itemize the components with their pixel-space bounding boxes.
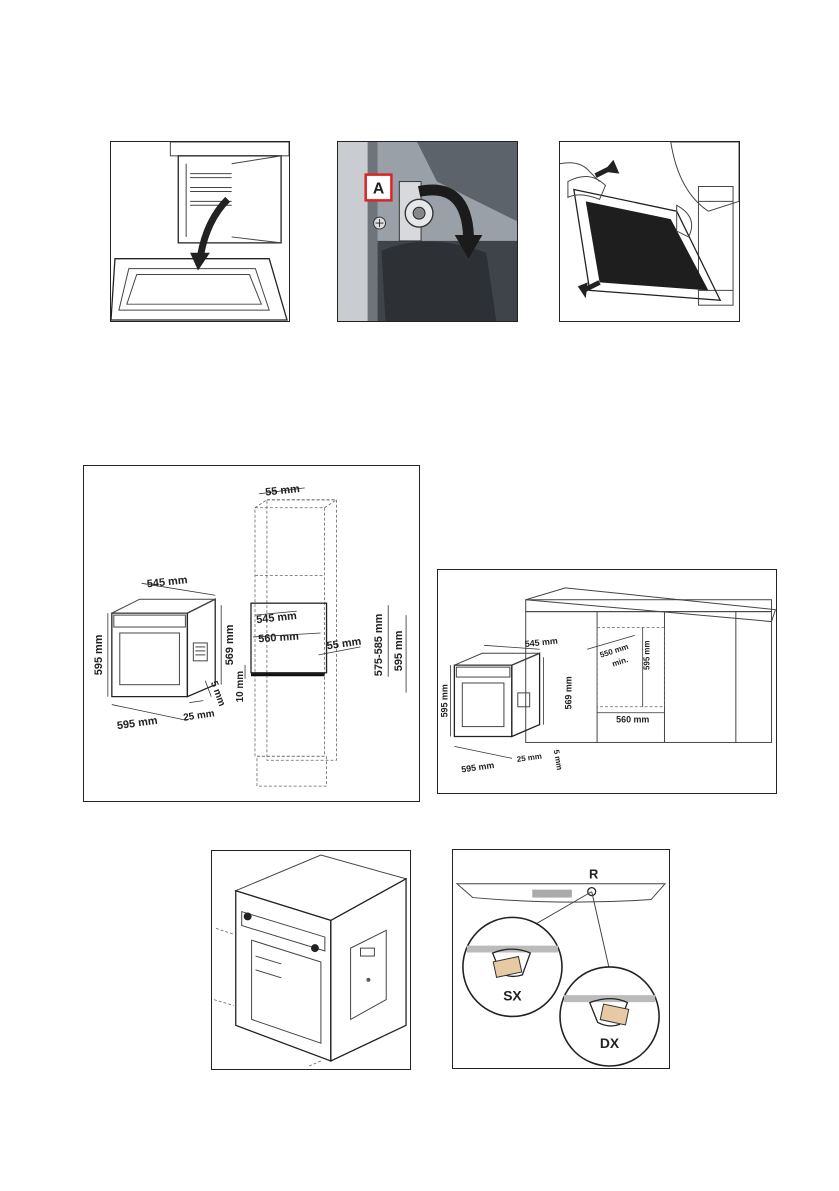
fixing-hook-drawing: SX DX R xyxy=(455,867,667,1067)
tall-cabinet-installation: 55 mm 545 mm 595 mm 569 mm 10 mm 545 mm … xyxy=(83,465,420,802)
label-niche-height: 595 mm xyxy=(393,630,405,671)
label-cabinet-bottom-gap: 10 mm xyxy=(235,671,246,703)
label-niche-height-range: 575-585 mm xyxy=(373,613,385,676)
label-bezel-offset: 5 mm xyxy=(208,680,227,708)
label-niche-width: 560 mm xyxy=(258,631,300,646)
label-cabinet-top-gap: 55 mm xyxy=(265,483,301,499)
label-oven-width: 595 mm xyxy=(116,715,158,733)
label-oven-body-height: 569 mm xyxy=(224,624,236,665)
under-counter-installation: 545 mm 550 mm min. 595 mm 595 mm 569 mm … xyxy=(437,569,777,794)
label-oven-depth: 545 mm xyxy=(146,574,188,590)
label-sx: SX xyxy=(503,988,522,1004)
label-oven-depth: 545 mm xyxy=(524,636,558,649)
hinge-lever-drawing: A xyxy=(338,142,517,321)
label-bezel-offset: 5 mm xyxy=(552,749,564,771)
label-r: R xyxy=(589,867,599,882)
hinge-lever-illustration: A xyxy=(337,141,518,322)
label-niche-height: 595 mm xyxy=(643,641,652,670)
door-open-illustration xyxy=(110,141,290,322)
label-oven-width: 595 mm xyxy=(461,760,495,775)
fixing-hook-detail: SX DX R xyxy=(452,849,670,1069)
tall-cabinet-drawing: 55 mm 545 mm 595 mm 569 mm 10 mm 545 mm … xyxy=(93,483,407,787)
label-front-panel-depth: 25 mm xyxy=(516,752,542,764)
oven-fixing-illustration xyxy=(211,850,411,1070)
door-lift-illustration xyxy=(559,141,740,322)
under-counter-drawing: 545 mm 550 mm min. 595 mm 595 mm 569 mm … xyxy=(439,587,776,775)
marker-a-label: A xyxy=(373,180,384,197)
marker-a-box xyxy=(364,173,393,202)
label-niche-depth: 545 mm xyxy=(256,610,298,626)
label-front-panel-depth: 25 mm xyxy=(183,708,216,723)
label-oven-height: 595 mm xyxy=(93,634,105,675)
label-oven-body-height: 569 mm xyxy=(563,676,573,709)
door-open-drawing xyxy=(111,142,289,321)
oven-fixing-drawing xyxy=(213,854,408,1068)
door-lift-drawing xyxy=(560,142,739,306)
label-niche-depth-min-note: min. xyxy=(611,655,629,669)
label-dx: DX xyxy=(600,1035,620,1051)
label-oven-height: 595 mm xyxy=(439,684,449,717)
label-niche-width: 560 mm xyxy=(616,715,649,725)
label-niche-rear-gap: 55 mm xyxy=(326,636,362,653)
